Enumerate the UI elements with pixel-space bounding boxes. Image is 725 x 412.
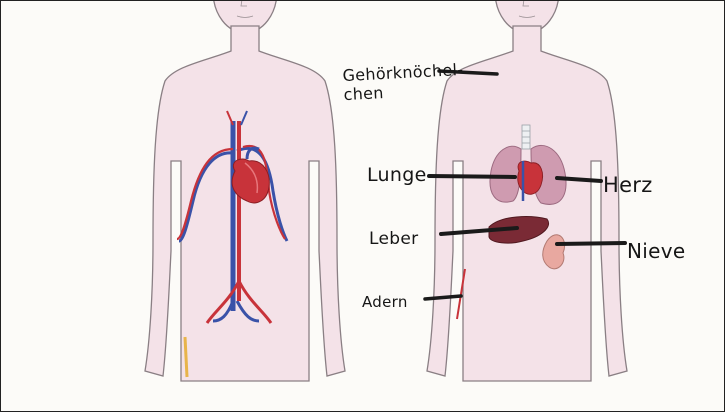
label-niere: Nieve	[627, 239, 685, 263]
label-gehoerknoechelchen: Gehörknöchel- chen	[342, 60, 465, 104]
label-adern: Adern	[362, 293, 408, 311]
heart	[518, 161, 543, 194]
label-lunge: Lunge	[367, 164, 427, 186]
label-herz: Herz	[603, 173, 653, 197]
label-leber: Leber	[369, 229, 418, 249]
